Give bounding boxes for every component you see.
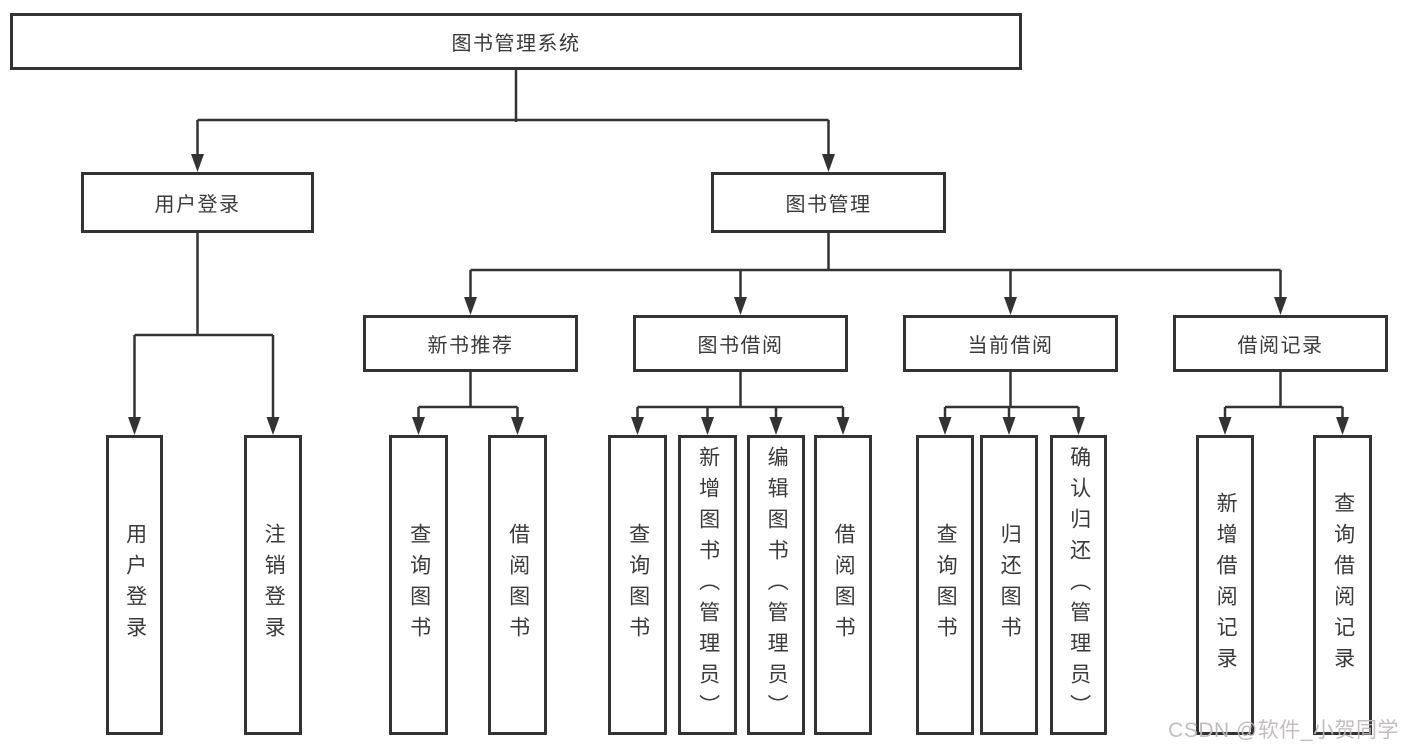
node-label: 当前借阅 bbox=[967, 335, 1054, 357]
node-label: 借阅图书 bbox=[832, 523, 856, 647]
leaf-query-books-borrow: 查询图书 bbox=[608, 435, 667, 735]
leaf-query-borrow-record: 查询借阅记录 bbox=[1313, 435, 1372, 735]
node-borrowing-records: 借阅记录 bbox=[1173, 315, 1388, 372]
node-label: 查询图书 bbox=[934, 523, 958, 647]
node-label: 编辑图书（管理员） bbox=[765, 445, 789, 725]
node-current-borrowing: 当前借阅 bbox=[903, 315, 1118, 372]
node-label: 借阅图书 bbox=[506, 523, 530, 647]
node-label: 用户登录 bbox=[154, 194, 241, 216]
leaf-edit-book-admin: 编辑图书（管理员） bbox=[747, 435, 805, 735]
leaf-query-books-recommend: 查询图书 bbox=[389, 435, 448, 735]
leaf-borrow-books: 借阅图书 bbox=[814, 435, 872, 735]
node-label: 新书推荐 bbox=[427, 335, 514, 357]
node-label: 归还图书 bbox=[998, 523, 1022, 647]
node-label: 图书管理系统 bbox=[451, 33, 581, 55]
node-label: 用户登录 bbox=[123, 523, 147, 647]
leaf-confirm-return-admin: 确认归还（管理员） bbox=[1050, 435, 1107, 735]
leaf-borrow-books-recommend: 借阅图书 bbox=[488, 435, 547, 735]
node-label: 新增图书（管理员） bbox=[696, 445, 720, 725]
node-new-book-recommendation: 新书推荐 bbox=[363, 315, 578, 372]
node-label: 新增借阅记录 bbox=[1214, 492, 1238, 678]
watermark: CSDN @软件_小贺同学 bbox=[1168, 719, 1399, 742]
node-user-login: 用户登录 bbox=[81, 172, 314, 233]
node-book-borrowing: 图书借阅 bbox=[633, 315, 848, 372]
node-book-management: 图书管理 bbox=[711, 172, 946, 233]
leaf-user-login: 用户登录 bbox=[106, 435, 163, 735]
arrowheads bbox=[128, 154, 1349, 435]
node-label: 注销登录 bbox=[262, 523, 286, 647]
leaf-query-books-current: 查询图书 bbox=[916, 435, 974, 735]
node-label: 查询借阅记录 bbox=[1331, 492, 1355, 678]
node-root: 图书管理系统 bbox=[10, 13, 1022, 70]
leaf-add-borrow-record: 新增借阅记录 bbox=[1196, 435, 1254, 735]
node-label: 确认归还（管理员） bbox=[1067, 445, 1091, 725]
node-label: 图书借阅 bbox=[697, 335, 784, 357]
node-label: 图书管理 bbox=[785, 194, 872, 216]
leaf-return-books: 归还图书 bbox=[980, 435, 1038, 735]
connector-group bbox=[133, 70, 1344, 421]
leaf-add-book-admin: 新增图书（管理员） bbox=[678, 435, 737, 735]
leaf-logout: 注销登录 bbox=[244, 435, 302, 735]
node-label: 查询图书 bbox=[407, 523, 431, 647]
node-label: 借阅记录 bbox=[1237, 335, 1324, 357]
node-label: 查询图书 bbox=[626, 523, 650, 647]
